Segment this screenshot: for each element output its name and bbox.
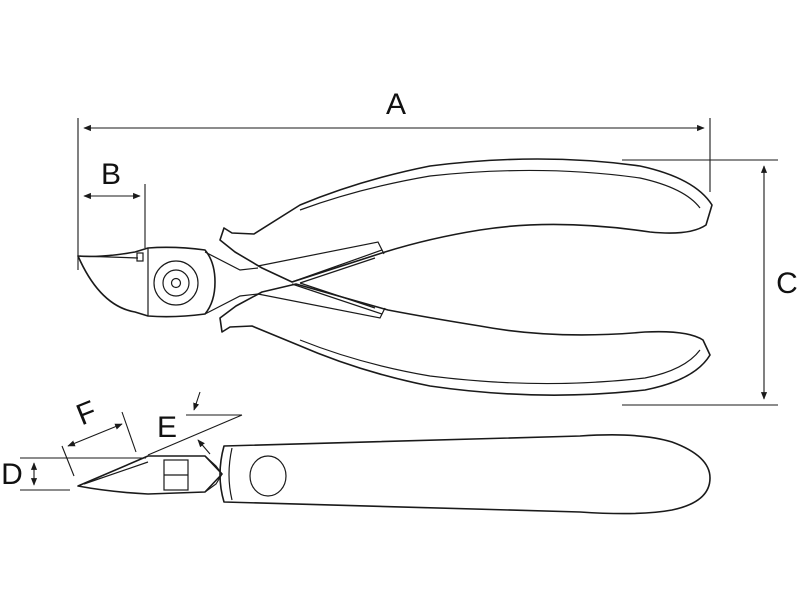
neck-lower bbox=[204, 293, 259, 315]
pivot-outer bbox=[153, 260, 199, 306]
upper-handle-inner-line bbox=[299, 169, 701, 211]
upper-handle-grip-edge bbox=[257, 241, 385, 267]
side-jaw bbox=[77, 455, 223, 495]
label-f: F bbox=[72, 395, 101, 432]
side-jaw-edge bbox=[83, 461, 149, 485]
upper-handle bbox=[219, 158, 713, 283]
neck-upper bbox=[204, 251, 259, 271]
label-c: C bbox=[776, 267, 798, 300]
side-handle-rivet bbox=[249, 455, 287, 497]
label-a: A bbox=[386, 88, 406, 121]
dimension-c: C bbox=[622, 159, 798, 406]
dimension-d: D bbox=[1, 457, 146, 491]
label-d: D bbox=[1, 458, 23, 491]
jaw-notch bbox=[136, 252, 144, 262]
spring bbox=[291, 249, 383, 315]
dimension-a: A bbox=[77, 88, 711, 270]
side-neck bbox=[204, 455, 223, 493]
jaw-cutting-edge bbox=[79, 255, 139, 259]
pivot-center bbox=[170, 277, 182, 289]
side-handle bbox=[219, 434, 711, 515]
lower-handle-inner-line bbox=[299, 339, 701, 385]
lower-handle bbox=[219, 283, 711, 396]
pliers-top-view bbox=[77, 158, 713, 396]
pliers-side-view bbox=[77, 434, 711, 515]
lower-handle-grip-edge bbox=[257, 293, 386, 319]
dimension-b: B bbox=[83, 158, 146, 248]
dimension-f: F bbox=[61, 395, 137, 477]
dimension-e: E bbox=[147, 391, 243, 456]
label-e: E bbox=[157, 411, 177, 444]
label-b: B bbox=[101, 158, 121, 191]
side-handle-collar bbox=[228, 447, 233, 501]
pivot-middle bbox=[162, 269, 190, 297]
jaw-head bbox=[77, 246, 216, 318]
